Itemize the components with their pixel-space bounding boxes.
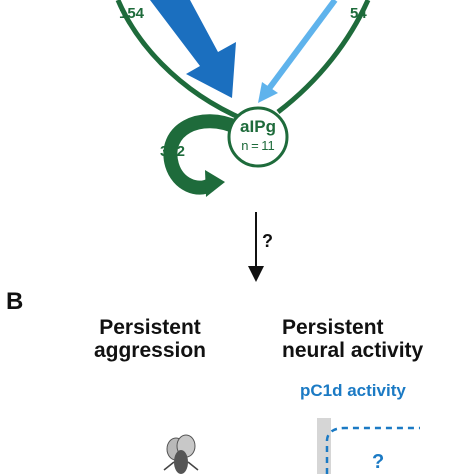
right-heading-line2: neural activity (282, 339, 424, 362)
pc1d-activity-trace (325, 426, 420, 474)
link-question-mark: ? (262, 231, 273, 251)
right-green-connection (276, 0, 371, 114)
left-green-connection (115, 0, 246, 123)
right-heading-line1: Persistent (282, 316, 384, 339)
recurrent-loop-arrowhead (205, 170, 225, 197)
aipg-node (227, 106, 289, 168)
light-blue-input-arrowhead (258, 82, 278, 103)
right-input-count: 54 (350, 5, 367, 22)
recurrent-count: 392 (160, 143, 186, 160)
left-input-count: 154 (119, 5, 145, 22)
right-heading: Persistent neural activity (268, 316, 458, 362)
light-blue-input-shaft (265, 0, 338, 92)
fly-icon (163, 434, 199, 474)
aipg-node-name: aIPg (240, 117, 276, 136)
panel-letter-b: B (6, 288, 24, 315)
pc1d-activity-label: pC1d activity (300, 381, 406, 400)
left-heading: Persistent aggression (70, 316, 230, 362)
aipg-node-count: n = 11 (241, 138, 275, 153)
left-heading-line1: Persistent (99, 316, 201, 339)
recurrent-loop (163, 114, 241, 195)
dark-blue-input-arrow (150, 0, 236, 98)
left-heading-line2: aggression (93, 339, 207, 362)
stimulus-bar (317, 418, 331, 474)
activity-question-mark: ? (372, 451, 385, 473)
